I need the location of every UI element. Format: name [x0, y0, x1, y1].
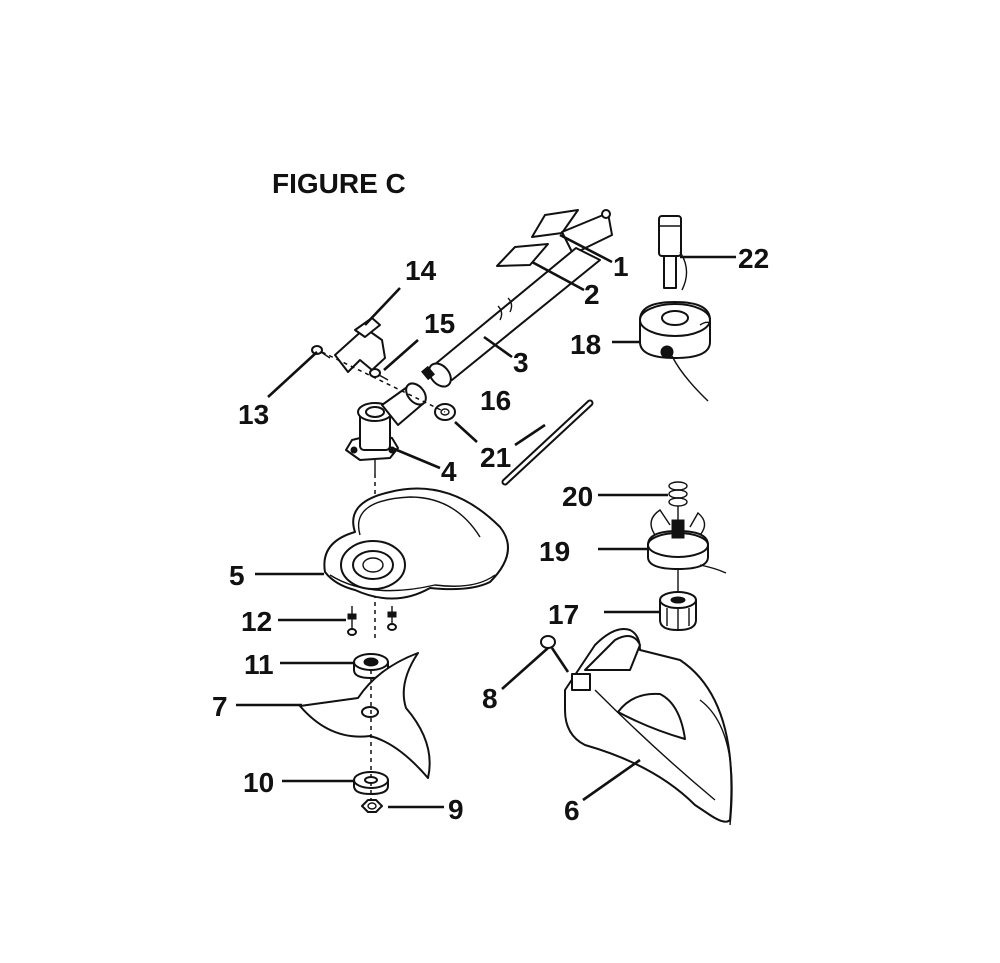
part-3-shaft-tube	[421, 247, 601, 388]
callout-1: 1	[613, 251, 629, 282]
callout-12: 12	[241, 606, 272, 637]
part-9-nut	[361, 799, 383, 813]
part-15-screw	[369, 368, 389, 381]
callout-13: 13	[238, 399, 269, 430]
callout-18: 18	[570, 329, 601, 360]
part-19-inner-reel	[647, 509, 727, 592]
part-5-blade-shield	[323, 487, 509, 600]
part-6-trimmer-guard	[564, 628, 733, 826]
callout-11: 11	[244, 649, 274, 680]
callout-6: 6	[564, 795, 580, 826]
leader-lines	[236, 233, 736, 809]
callout-7: 7	[212, 691, 228, 722]
part-18-spool-head	[639, 251, 711, 402]
figure-title: FIGURE C	[272, 168, 406, 199]
callout-8: 8	[482, 683, 498, 714]
part-17-bump-knob	[659, 591, 697, 631]
callout-17: 17	[548, 599, 579, 630]
callout-19: 19	[539, 536, 570, 567]
part-10-lower-washer	[353, 771, 389, 795]
callout-15: 15	[424, 308, 455, 339]
part-22-tool	[658, 215, 682, 289]
part-14-clamp	[334, 317, 386, 373]
callout-14: 14	[405, 255, 437, 286]
callout-20: 20	[562, 481, 593, 512]
part-2-label-sticker	[496, 243, 549, 267]
callout-10: 10	[243, 767, 274, 798]
part-8-bolt	[540, 635, 570, 673]
part-20-spring	[668, 481, 688, 522]
part-12-screws	[347, 606, 397, 636]
part-7-blade	[299, 652, 431, 779]
callout-5: 5	[229, 560, 245, 591]
part-16-rod	[501, 399, 594, 486]
callout-22: 22	[738, 243, 769, 274]
part-4-gearhead	[345, 382, 427, 474]
callout-4: 4	[441, 456, 457, 487]
callout-3: 3	[513, 347, 529, 378]
callout-21: 21	[480, 442, 511, 473]
callout-16: 16	[480, 385, 511, 416]
callout-9: 9	[448, 794, 464, 825]
part-13-screw	[311, 345, 331, 359]
callout-2: 2	[584, 279, 600, 310]
